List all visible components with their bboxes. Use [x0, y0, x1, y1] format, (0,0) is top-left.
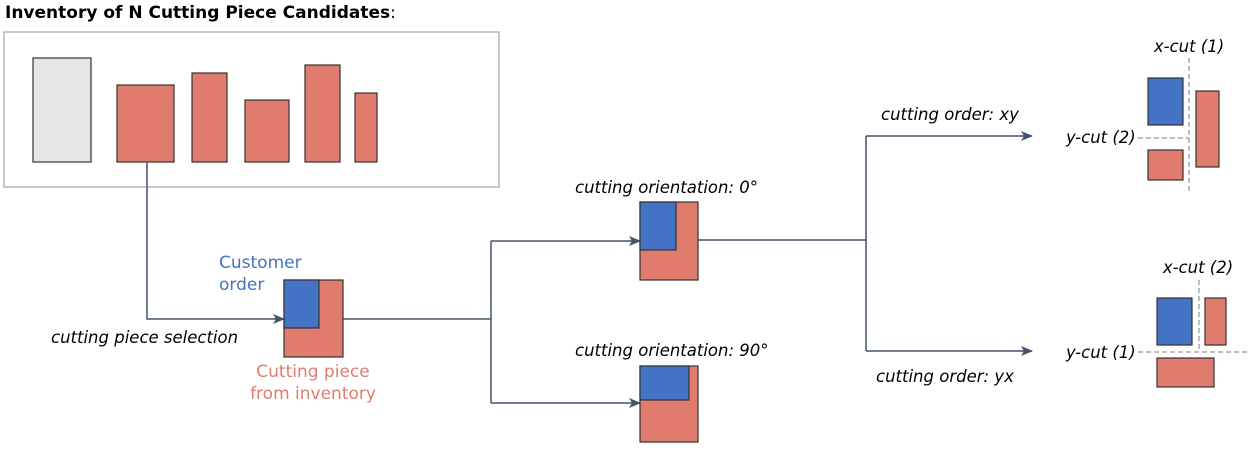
orientation-90-label: cutting orientation: 90°: [575, 341, 769, 360]
inventory-piece: [354, 92, 378, 163]
result-yx: x-cut (2) y-cut (1): [1065, 258, 1250, 388]
customer-order-piece: [283, 279, 320, 329]
orientation-0-label: cutting orientation: 0°: [575, 178, 758, 197]
result-xy-customer-order: [1147, 77, 1184, 126]
selected-cutting-piece: [283, 279, 344, 358]
customer-order-label-line2: order: [219, 275, 264, 295]
inventory-piece: [244, 99, 290, 163]
result-xy-y-cut-label: y-cut (2): [1065, 128, 1136, 147]
result-yx-customer-order: [1156, 297, 1193, 346]
result-yx-x-cut-label: x-cut (2): [1162, 258, 1233, 277]
selection-step-label: cutting piece selection: [51, 328, 238, 347]
inventory-piece: [191, 72, 228, 163]
inventory-title: Inventory of N Cutting Piece Candidates:: [5, 3, 396, 23]
order-xy-label: cutting order: xy: [881, 105, 1019, 124]
result-yx-offcut-right: [1204, 297, 1227, 346]
orientation-90-customer-order: [639, 365, 690, 401]
result-xy-x-cut-label: x-cut (1): [1153, 37, 1224, 56]
orientation-0-customer-order: [639, 201, 677, 251]
result-yx-offcut-bottom: [1156, 357, 1215, 388]
inventory-piece-selected: [116, 84, 175, 163]
inventory-panel: [3, 31, 500, 188]
inventory-piece-unused: [32, 57, 92, 163]
result-xy-offcut-bottom: [1147, 149, 1184, 181]
orientation-0-piece: [639, 201, 699, 281]
orientation-90-piece: [639, 365, 699, 443]
result-xy-offcut-right: [1195, 90, 1220, 168]
cutting-piece-label-line2: from inventory: [250, 384, 376, 404]
cutting-piece-label-line1: Cutting piece: [256, 362, 369, 382]
customer-order-label-line1: Customer: [219, 253, 302, 273]
result-xy: x-cut (1) y-cut (2): [1065, 37, 1224, 192]
order-yx-label: cutting order: yx: [876, 367, 1014, 386]
inventory-piece: [304, 64, 341, 163]
result-yx-y-cut-label: y-cut (1): [1065, 343, 1136, 362]
selection-arrow: [146, 162, 285, 324]
